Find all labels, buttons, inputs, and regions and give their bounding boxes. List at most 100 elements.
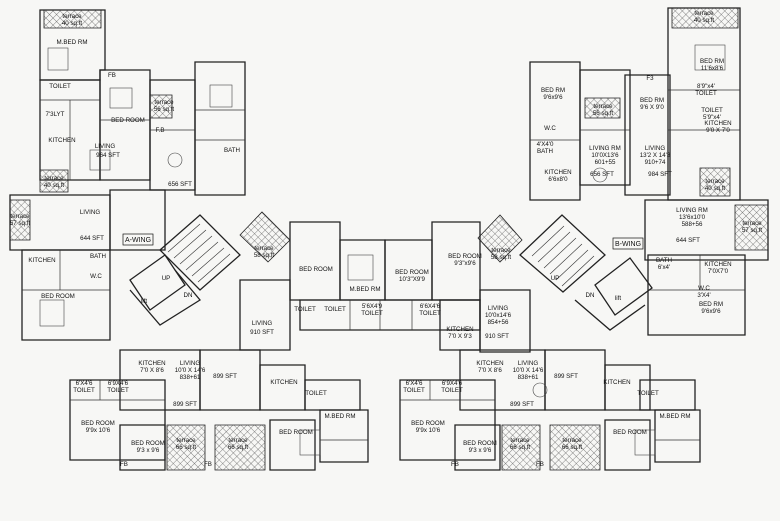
room-label: KITCHEN bbox=[48, 137, 75, 144]
room-label: DN bbox=[586, 292, 595, 299]
wing-label-b: B-WING bbox=[615, 241, 641, 248]
room-label: LIVING bbox=[95, 143, 115, 150]
room-label: FB bbox=[204, 461, 212, 468]
furniture bbox=[39, 44, 726, 456]
room-label: BED ROOM bbox=[613, 429, 647, 436]
wing-labels: A-WING B-WING bbox=[122, 233, 644, 250]
room-label: BED ROOM bbox=[41, 293, 75, 300]
room-label: FB bbox=[451, 461, 459, 468]
room-label: 964 SFT bbox=[96, 152, 120, 159]
room-label: UP bbox=[162, 275, 171, 282]
room-label: M.BED RM bbox=[57, 39, 88, 46]
room-label: 656 SFT bbox=[590, 171, 614, 178]
wing-label-a: A-WING bbox=[125, 237, 151, 244]
room-label: 644 SFT bbox=[676, 237, 700, 244]
room-label: F3 bbox=[646, 75, 654, 82]
room-label: BATH bbox=[224, 147, 240, 154]
room-label: BED ROOM bbox=[279, 429, 313, 436]
room-label: 910 SFT bbox=[250, 329, 274, 336]
room-label: TOILET bbox=[637, 390, 659, 397]
room-label: 899 SFT bbox=[173, 401, 197, 408]
room-label: DN bbox=[184, 292, 193, 299]
room-label: KITCHEN bbox=[270, 379, 297, 386]
room-label: M.BED RM bbox=[350, 286, 381, 293]
room-label: TOILET bbox=[49, 83, 71, 90]
room-label: 899 SFT bbox=[554, 373, 578, 380]
room-label: BATH bbox=[90, 253, 106, 260]
room-label: 899 SFT bbox=[510, 401, 534, 408]
room-label: FB bbox=[120, 461, 128, 468]
lower-left-block bbox=[69, 349, 369, 471]
room-label: FB bbox=[108, 72, 116, 79]
room-label: 656 SFT bbox=[168, 181, 192, 188]
room-label: TOILET bbox=[324, 306, 346, 313]
b-wing-stair bbox=[519, 214, 653, 331]
room-label: W.C bbox=[90, 273, 102, 280]
room-label: LIVING bbox=[80, 209, 100, 216]
room-label: 984 SFT bbox=[648, 171, 672, 178]
room-label: BED ROOM bbox=[299, 266, 333, 273]
room-label: lift bbox=[141, 298, 147, 305]
room-label: M.BED RM bbox=[660, 413, 691, 420]
room-label: LIVING bbox=[252, 320, 272, 327]
room-label: 7'3LYT bbox=[46, 111, 65, 118]
room-label: TOILET bbox=[294, 306, 316, 313]
room-label: M.BED RM bbox=[325, 413, 356, 420]
lower-right-block bbox=[399, 349, 701, 471]
a-wing-block bbox=[9, 9, 246, 341]
room-label: UP bbox=[551, 275, 560, 282]
room-label: BED ROOM bbox=[111, 117, 145, 124]
b-wing-block bbox=[529, 7, 769, 336]
room-label: 910 SFT bbox=[485, 333, 509, 340]
room-label: lift bbox=[615, 295, 621, 302]
room-label: TOILET bbox=[305, 390, 327, 397]
room-label: FB bbox=[536, 461, 544, 468]
room-label: 899 SFT bbox=[213, 373, 237, 380]
room-label: KITCHEN bbox=[28, 257, 55, 264]
central-block bbox=[239, 211, 531, 353]
a-wing-stair bbox=[129, 214, 241, 326]
